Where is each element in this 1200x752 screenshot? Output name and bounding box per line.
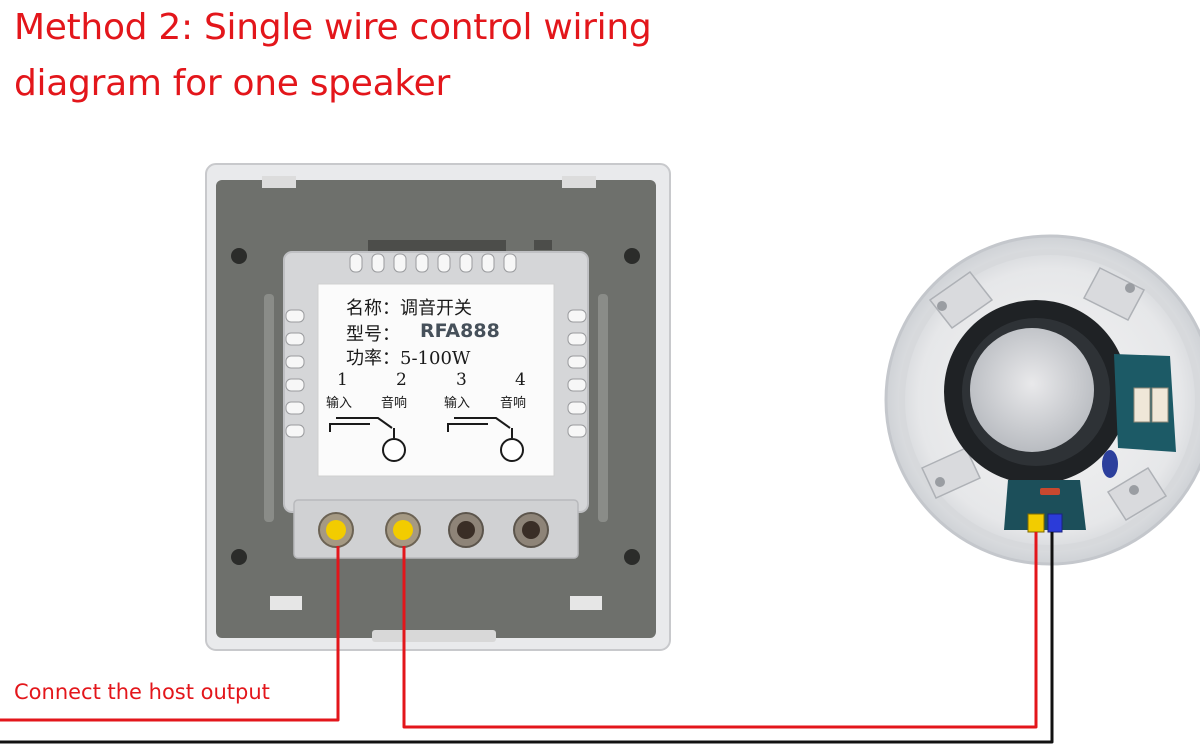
terminal-4 [513,512,549,548]
screw-hole [624,549,640,565]
terminal-number-4: 4 [515,370,526,390]
screw-hole [231,549,247,565]
terminal-text-1: 输入 [326,396,353,411]
terminal-text-2: 音响 [381,396,408,411]
wire-host-to-terminal-1 [0,546,340,722]
switch-symbol-right [447,417,524,462]
terminal-text-4: 音响 [500,396,527,411]
speaker-terminal-positive [1027,513,1045,533]
clip [372,630,496,642]
terminal-1 [318,512,354,548]
terminal-number-1: 1 [337,370,348,390]
terminal-number-2: 2 [396,370,407,390]
screw-hole [231,248,247,264]
title-line-1: Method 2: Single wire control wiring [14,7,652,48]
clip [570,596,602,610]
volume-switch [205,163,671,651]
clip [270,596,302,610]
speaker-terminal-negative [1047,513,1063,533]
screw-hole [624,248,640,264]
host-output-caption: Connect the host output [14,680,270,704]
label-name-row: 名称：调音开关 [346,298,472,319]
label-model-key: 型号： [346,324,400,345]
switch-module [283,251,589,559]
wire-terminal-2-to-speaker [402,532,1038,729]
terminal-text-3: 输入 [444,396,471,411]
wire-black-common [0,532,1054,744]
clip [262,176,296,188]
wires [0,532,1054,744]
title-line-2: diagram for one speaker [14,63,450,104]
terminal-number-3: 3 [456,370,467,390]
ceiling-speaker [884,234,1200,566]
diagram-title: Method 2: Single wire control wiring dia… [14,0,652,112]
terminal-2 [385,512,421,548]
clip [562,176,596,188]
terminal-3 [448,512,484,548]
label-model-value: RFA888 [420,320,500,342]
switch-symbol-left [329,417,406,462]
label-power-row: 功率：5-100W [346,348,471,369]
speaker-cone [970,328,1094,452]
